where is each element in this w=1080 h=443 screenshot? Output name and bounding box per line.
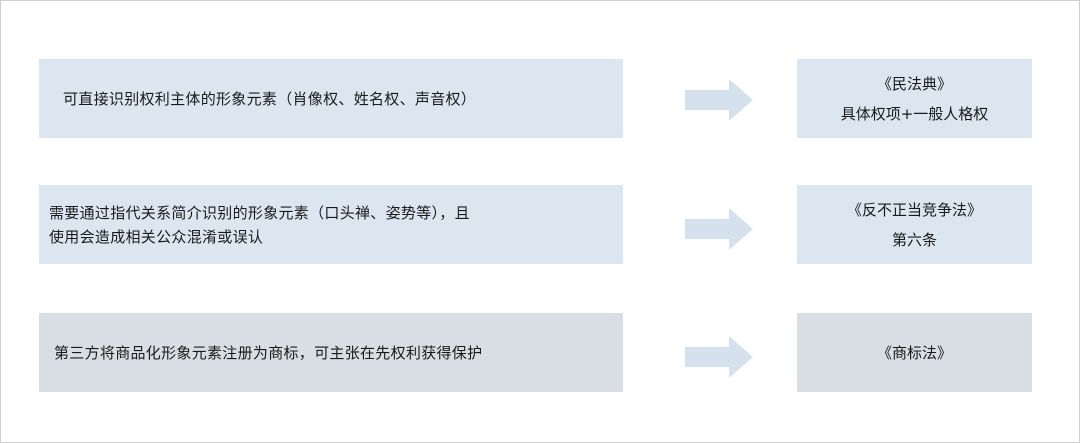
right-arrow-icon [685, 336, 753, 378]
left-box-text: 需要通过指代关系简介识别的形象元素（口头禅、姿势等），且 使用会造成相关公众混淆… [49, 203, 470, 246]
law-name: 《民法典》 [876, 74, 952, 93]
law-detail: 第六条 [891, 230, 937, 249]
left-box-text: 可直接识别权利主体的形象元素（肖像权、姓名权、声音权） [63, 89, 477, 108]
right-box-anti-unfair-competition-law: 《反不正当竞争法》 第六条 [797, 185, 1032, 264]
right-arrow-icon [685, 79, 753, 121]
right-box-civil-code: 《民法典》 具体权项+一般人格权 [797, 59, 1032, 138]
left-box-indirect-identification: 需要通过指代关系简介识别的形象元素（口头禅、姿势等），且 使用会造成相关公众混淆… [39, 185, 623, 264]
left-box-text: 第三方将商品化形象元素注册为商标，可主张在先权利获得保护 [54, 343, 483, 362]
left-box-trademark-registration: 第三方将商品化形象元素注册为商标，可主张在先权利获得保护 [39, 313, 623, 392]
law-name: 《反不正当竞争法》 [846, 200, 982, 219]
left-box-direct-identification: 可直接识别权利主体的形象元素（肖像权、姓名权、声音权） [39, 59, 623, 138]
law-detail: 具体权项+一般人格权 [840, 104, 989, 123]
law-name: 《商标法》 [876, 343, 952, 362]
right-arrow-icon [685, 208, 753, 250]
right-box-trademark-law: 《商标法》 [797, 313, 1032, 392]
